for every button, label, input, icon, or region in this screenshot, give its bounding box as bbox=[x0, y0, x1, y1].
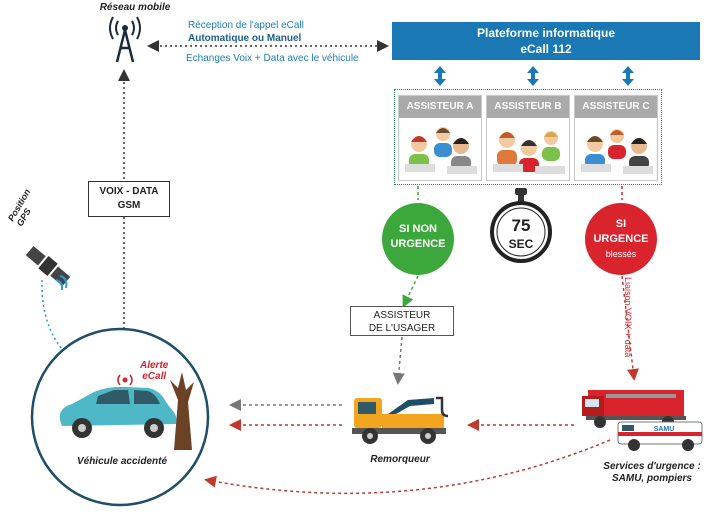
urgent-to-services-arrow bbox=[621, 275, 639, 381]
services-to-car-curve bbox=[204, 439, 611, 495]
alert-line2: eCall bbox=[142, 371, 167, 382]
assistant-a-card: ASSISTEUR A bbox=[398, 95, 482, 181]
timer-value: 75 bbox=[512, 216, 531, 235]
assist-to-tow-arrow bbox=[392, 336, 405, 385]
stopwatch-icon: 75 SEC bbox=[490, 188, 552, 263]
assist-user-line1: ASSISTEUR bbox=[373, 310, 431, 321]
emergency-vehicles-icon: SAMU bbox=[582, 390, 703, 451]
tow-label: Remorqueur bbox=[370, 454, 430, 465]
satellite-icon bbox=[25, 245, 71, 291]
urgent-line2: URGENCE bbox=[593, 233, 649, 245]
alert-line1: Alerte bbox=[140, 360, 169, 371]
services-line1: Services d'urgence : bbox=[603, 461, 701, 472]
voice-data-box: VOIX - DATA GSM bbox=[88, 181, 170, 217]
assistant-c-label: ASSISTEUR C bbox=[575, 96, 657, 118]
platform-title: Plateforme informatique bbox=[476, 26, 616, 40]
nonurgent-to-assist-arrow bbox=[402, 275, 419, 308]
urgent-circle: SI URGENCE blessés bbox=[585, 203, 657, 275]
assistant-b-label: ASSISTEUR B bbox=[487, 96, 569, 118]
services-line2: SAMU, pompiers bbox=[611, 473, 692, 484]
assistant-c-card: ASSISTEUR C bbox=[574, 95, 658, 181]
operators-icon bbox=[581, 129, 653, 174]
tow-truck-icon bbox=[352, 396, 449, 444]
timer-unit: SEC bbox=[509, 237, 534, 251]
voice-data-line1: VOIX - DATA bbox=[99, 186, 159, 197]
assist-user-box: ASSISTEUR DE L'USAGER bbox=[350, 306, 454, 336]
assist-user-line2: DE L'USAGER bbox=[368, 323, 436, 334]
vehicle-label: Véhicule accidenté bbox=[76, 456, 168, 467]
liaison-label: Liaison VOIX + data bbox=[623, 277, 633, 358]
crashed-car-icon bbox=[59, 372, 194, 450]
services-label: Services d'urgence : SAMU, pompiers bbox=[592, 461, 712, 485]
non-urgent-line1: SI NON bbox=[399, 223, 437, 235]
alert-label: Alerte eCall bbox=[140, 360, 168, 382]
antenna-icon bbox=[109, 16, 141, 63]
exchange-text: Echanges Voix + Data avec le véhicule bbox=[186, 53, 359, 64]
network-label: Réseau mobile bbox=[99, 2, 171, 13]
platform-subtitle: eCall 112 bbox=[520, 42, 572, 56]
reception-line2: Automatique ou Manuel bbox=[188, 33, 302, 44]
reception-text: Réception de l'appel eCall Automatique o… bbox=[188, 19, 304, 45]
assistants-frame bbox=[394, 89, 662, 185]
assistant-a-label: ASSISTEUR A bbox=[399, 96, 481, 118]
non-urgent-circle: SI NON URGENCE bbox=[382, 203, 454, 275]
ambulance-label: SAMU bbox=[654, 426, 675, 433]
ecall-signal-icon bbox=[117, 374, 133, 386]
non-urgent-line2: URGENCE bbox=[390, 238, 446, 250]
assistant-b-card: ASSISTEUR B bbox=[486, 95, 570, 181]
voice-data-line2: GSM bbox=[117, 200, 141, 211]
urgent-line1: SI bbox=[615, 218, 627, 230]
reception-line1: Réception de l'appel eCall bbox=[188, 20, 304, 31]
urgent-line3: blessés bbox=[605, 249, 637, 259]
operators-icon bbox=[405, 127, 477, 174]
operators-icon bbox=[493, 131, 565, 174]
platform-box: Plateforme informatique eCall 112 bbox=[392, 22, 700, 60]
platform-assistant-arrows bbox=[434, 66, 634, 86]
